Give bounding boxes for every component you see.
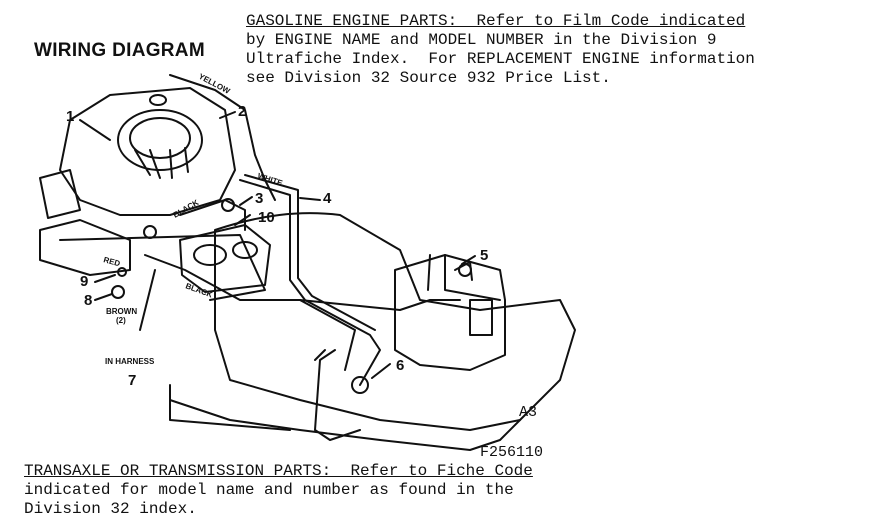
air-filter (39, 169, 81, 219)
engine-parts-note: GASOLINE ENGINE PARTS: Refer to Film Cod… (246, 12, 755, 88)
steering-post (427, 254, 431, 291)
callout-7: 7 (128, 372, 136, 389)
callout-6: 6 (396, 357, 404, 374)
left-fender (169, 384, 291, 431)
callout-1: 1 (66, 108, 74, 125)
transaxle-note-line-1: TRANSAXLE OR TRANSMISSION PARTS: Refer t… (24, 462, 533, 480)
callout-4: 4 (323, 190, 332, 207)
harness-wire (144, 254, 356, 371)
engine-base (59, 234, 266, 301)
engine-note-line-2: by ENGINE NAME and MODEL NUMBER in the D… (246, 31, 717, 49)
diagram-title: WIRING DIAGRAM (34, 40, 205, 61)
callout-2: 2 (238, 103, 246, 120)
engine-body (59, 87, 236, 216)
yellow-wire (169, 74, 276, 201)
engine-note-line-4: see Division 32 Source 932 Price List. (246, 69, 611, 87)
engine-note-line-1: GASOLINE ENGINE PARTS: Refer to Film Cod… (246, 12, 746, 30)
callout-3: 3 (255, 190, 263, 207)
transaxle-note-line-2: indicated for model name and number as f… (24, 481, 514, 499)
dash-console (394, 254, 506, 371)
transaxle-parts-note: TRANSAXLE OR TRANSMISSION PARTS: Refer t… (24, 462, 533, 519)
view-code: A3 (519, 404, 538, 421)
callout-5: 5 (480, 247, 488, 264)
front-panel (169, 399, 521, 451)
brown-label: BROWN (106, 307, 137, 316)
brown-qty-label: (2) (116, 316, 126, 325)
callout-8: 8 (84, 292, 92, 309)
engine-note-line-3: Ultrafiche Index. For REPLACEMENT ENGINE… (246, 50, 755, 68)
black-wire (179, 199, 246, 231)
in-harness-label: IN HARNESS (105, 357, 155, 366)
yellow-label: YELLOW (197, 72, 232, 96)
callout-9: 9 (80, 273, 88, 290)
red-label: RED (102, 255, 121, 268)
callout-10: 10 (258, 209, 275, 226)
transaxle-note-line-3: Division 32 index. (24, 500, 197, 518)
hood-outline (214, 212, 576, 431)
figure-code: F256110 (480, 444, 544, 461)
